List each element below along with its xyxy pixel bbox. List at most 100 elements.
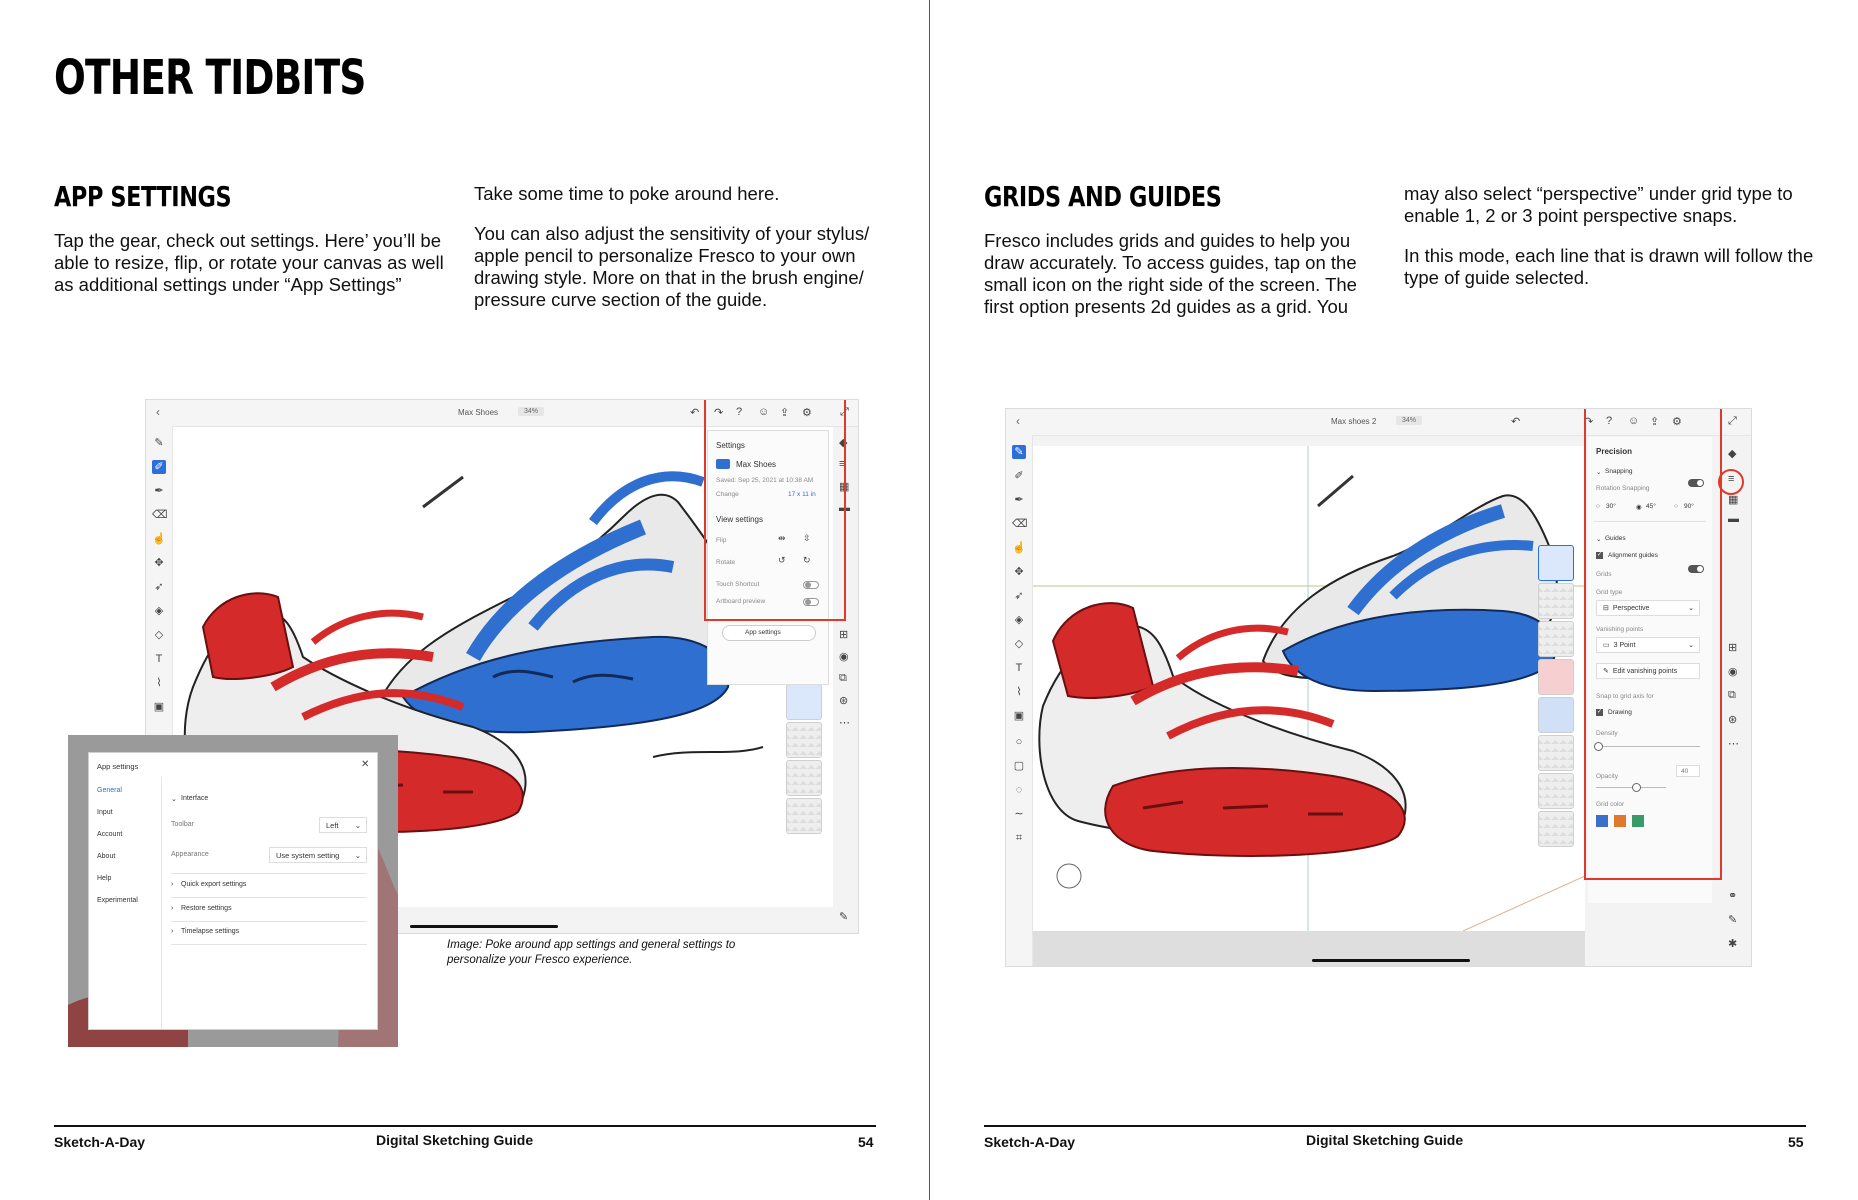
checkbox-checked-icon[interactable]: ✓: [1596, 709, 1603, 716]
mask-icon[interactable]: ⧉: [1728, 689, 1736, 701]
more-icon[interactable]: ⋯: [1728, 738, 1739, 750]
move-icon[interactable]: ✥: [1014, 566, 1024, 578]
checkbox-checked-icon[interactable]: ✓: [1596, 552, 1603, 559]
artboard-preview-toggle[interactable]: [803, 598, 819, 606]
interface-heading[interactable]: Interface: [181, 795, 209, 802]
user-icon[interactable]: ☺: [1628, 415, 1640, 427]
restore-settings[interactable]: Restore settings: [181, 905, 232, 912]
eyedropper-icon[interactable]: ⌇: [156, 677, 162, 689]
lasso-icon[interactable]: ➶: [1014, 590, 1024, 602]
layer-thumbnail[interactable]: [786, 798, 822, 834]
rotate-right-icon[interactable]: ↻: [803, 555, 811, 565]
add-layer-icon[interactable]: ⊞: [1728, 642, 1738, 654]
live-brush-icon[interactable]: ✐: [1014, 470, 1024, 482]
lock-icon[interactable]: ⊛: [1728, 714, 1738, 726]
layers-icon[interactable]: ◆: [1728, 448, 1737, 460]
pencil-edit-icon[interactable]: ✎: [839, 911, 849, 923]
document-name[interactable]: Max Shoes: [458, 408, 499, 417]
layer-thumbnail[interactable]: [1538, 773, 1574, 809]
vector-brush-icon[interactable]: ✒: [1014, 494, 1024, 506]
grid-icon[interactable]: ▦: [1728, 494, 1739, 506]
vector-brush-icon[interactable]: ✒: [154, 485, 164, 497]
smoothing-icon[interactable]: ∼: [1014, 808, 1024, 820]
color-circle-icon[interactable]: ○: [1015, 736, 1023, 748]
bug-icon[interactable]: ✱: [1728, 938, 1738, 950]
opacity-slider-handle[interactable]: [1632, 783, 1641, 792]
add-layer-icon[interactable]: ⊞: [839, 629, 849, 641]
edit-vanishing-points-button[interactable]: ✎Edit vanishing points: [1596, 663, 1700, 679]
close-icon[interactable]: ✕: [361, 759, 370, 770]
image-icon[interactable]: ▣: [153, 701, 165, 713]
grid-type-select[interactable]: ⊟Perspective⌄: [1596, 600, 1700, 616]
app-settings-button[interactable]: App settings: [722, 625, 816, 641]
redo-icon[interactable]: ↷: [1584, 416, 1594, 428]
radio-empty-icon[interactable]: ○: [1596, 503, 1600, 510]
flow-icon[interactable]: ◌: [1015, 784, 1023, 796]
help-icon[interactable]: ?: [1606, 415, 1613, 427]
density-slider[interactable]: [1596, 746, 1700, 747]
pixel-brush-icon[interactable]: ✎: [154, 437, 164, 449]
eyedropper-icon[interactable]: ⌇: [1016, 686, 1022, 698]
layer-thumbnail[interactable]: [1538, 583, 1574, 619]
pencil-edit-icon[interactable]: ✎: [1728, 914, 1738, 926]
density-slider-handle[interactable]: [1594, 742, 1603, 751]
live-brush-icon[interactable]: ✐: [152, 460, 166, 474]
layer-thumbnail[interactable]: [1538, 735, 1574, 771]
visibility-icon[interactable]: ◉: [1728, 666, 1738, 678]
share-icon[interactable]: ⇪: [780, 407, 790, 419]
document-name[interactable]: Max shoes 2: [1331, 417, 1377, 426]
layers-icon[interactable]: ◆: [839, 437, 848, 449]
text-icon[interactable]: T: [1015, 662, 1023, 674]
vanishing-points-select[interactable]: ▭3 Point⌄: [1596, 637, 1700, 653]
image-icon[interactable]: ▣: [1013, 710, 1025, 722]
undo-icon[interactable]: ↶: [1511, 416, 1521, 428]
eraser-icon[interactable]: ⌫: [1012, 518, 1028, 530]
layer-thumbnail[interactable]: [786, 760, 822, 796]
back-icon[interactable]: ‹: [156, 405, 160, 419]
color-swatch-green[interactable]: [1632, 815, 1644, 827]
snapping-heading[interactable]: Snapping: [1605, 468, 1633, 475]
opacity-slider[interactable]: [1596, 787, 1666, 788]
user-icon[interactable]: ☺: [758, 406, 770, 418]
layer-thumbnail[interactable]: [1538, 621, 1574, 657]
rotation-snapping-toggle[interactable]: [1688, 479, 1704, 487]
brush-settings-icon[interactable]: ⌗: [1015, 832, 1023, 844]
visibility-icon[interactable]: ◉: [839, 651, 849, 663]
quick-export-settings[interactable]: Quick export settings: [181, 881, 247, 888]
fullscreen-icon[interactable]: ⤢: [1728, 415, 1737, 427]
nav-item-about[interactable]: About: [97, 853, 116, 860]
nav-item-account[interactable]: Account: [97, 831, 123, 838]
toolbar-select[interactable]: Left⌄: [319, 817, 367, 833]
timelapse-settings[interactable]: Timelapse settings: [181, 928, 240, 935]
layer-thumbnail[interactable]: [1538, 811, 1574, 847]
gear-icon[interactable]: ⚙: [802, 407, 812, 419]
appearance-select[interactable]: Use system setting⌄: [269, 847, 367, 863]
layer-thumbnail[interactable]: [786, 722, 822, 758]
eraser-icon[interactable]: ⌫: [152, 509, 168, 521]
fill-icon[interactable]: ◈: [1014, 614, 1024, 626]
comment-icon[interactable]: ▬: [1728, 513, 1739, 525]
share-icon[interactable]: ⇪: [1650, 416, 1660, 428]
fill-icon[interactable]: ◈: [154, 605, 164, 617]
redo-icon[interactable]: ↷: [714, 407, 724, 419]
back-icon[interactable]: ‹: [1016, 414, 1020, 428]
lock-icon[interactable]: ⊛: [839, 695, 849, 707]
shape-icon[interactable]: ◇: [154, 629, 164, 641]
pixel-brush-icon[interactable]: ✎: [1012, 445, 1026, 459]
color-swatch-orange[interactable]: [1614, 815, 1626, 827]
layer-thumbnail[interactable]: [1538, 545, 1574, 581]
smudge-icon[interactable]: ☝: [1012, 542, 1026, 554]
radio-selected-icon[interactable]: ◉: [1636, 504, 1642, 511]
nav-item-general[interactable]: General: [97, 787, 122, 794]
shape-icon[interactable]: ◇: [1014, 638, 1024, 650]
layer-thumbnail[interactable]: [786, 684, 822, 720]
color-swatch-blue[interactable]: [1596, 815, 1608, 827]
rotate-left-icon[interactable]: ↺: [778, 555, 786, 565]
link-icon[interactable]: ⚭: [1728, 890, 1738, 902]
more-icon[interactable]: ⋯: [839, 717, 850, 729]
mask-icon[interactable]: ⧉: [839, 672, 847, 684]
nav-item-help[interactable]: Help: [97, 875, 112, 882]
touch-shortcut-toggle[interactable]: [803, 581, 819, 589]
nav-item-experimental[interactable]: Experimental: [97, 897, 138, 904]
smudge-icon[interactable]: ☝: [152, 533, 166, 545]
